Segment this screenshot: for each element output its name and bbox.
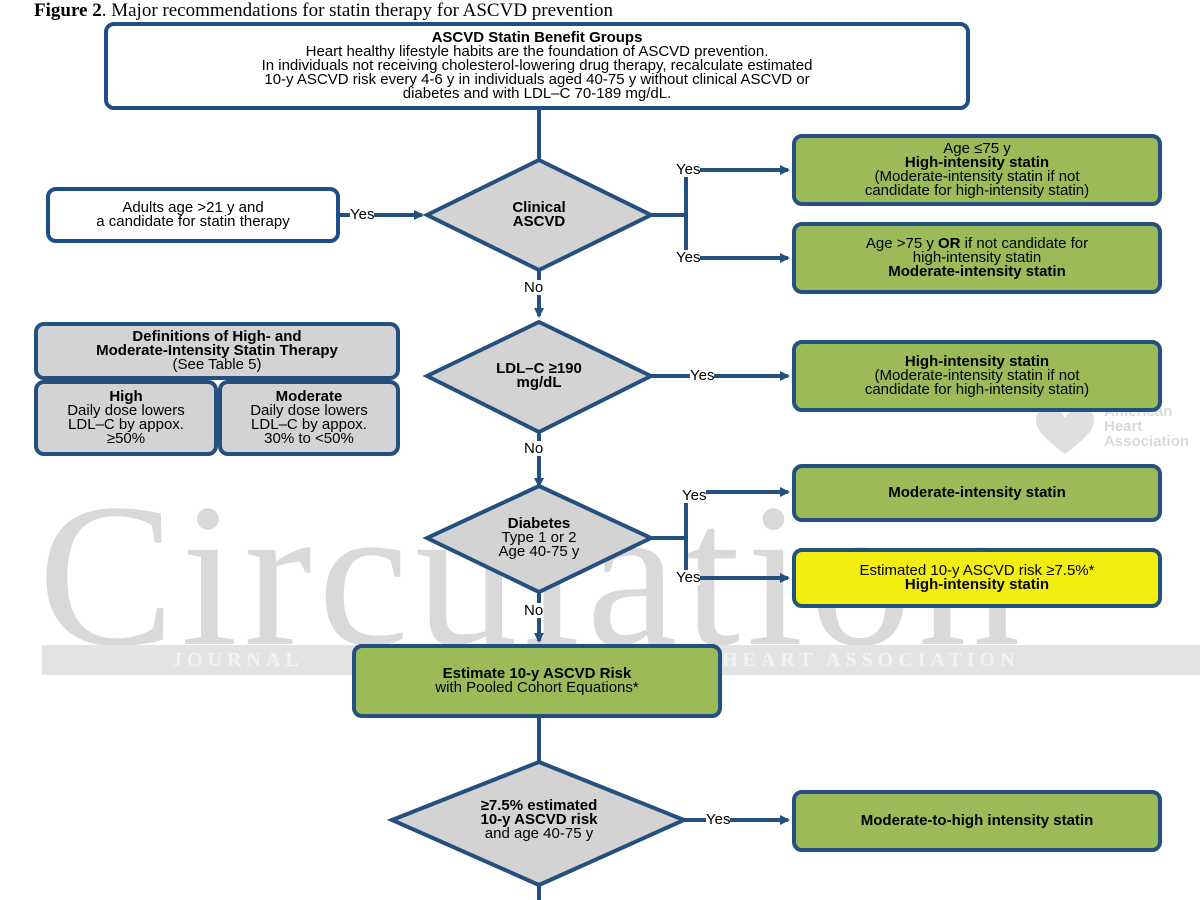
adults-line1: Adults age >21 y and (122, 199, 264, 216)
benefit-groups-title: ASCVD Statin Benefit Groups (431, 29, 643, 46)
decision-diabetes-line3: Age 40-75 y (498, 543, 580, 560)
estimate-risk-subtitle: with Pooled Cohort Equations* (435, 679, 639, 696)
benefit-groups-line1: Heart healthy lifestyle habits are the f… (305, 43, 769, 60)
outcome-ldl-high-note1: (Moderate-intensity statin if not (874, 367, 1080, 384)
watermark-logo-line2: Heart (1104, 418, 1143, 435)
adults-candidate-box: Adults age >21 y and a candidate for sta… (46, 187, 340, 243)
label-yes-ascvd-gt75: Yes (676, 249, 701, 266)
outcome-ascvd-gt75-pre: Age >75 y (865, 235, 939, 252)
definitions-title1: Definitions of High- and (132, 328, 302, 345)
outcome-ascvd-le75-note2: candidate for high-intensity statin) (864, 182, 1090, 199)
definitions-box: Definitions of High- and Moderate-Intens… (34, 322, 400, 380)
outcome-ldl-high-note2: candidate for high-intensity statin) (864, 381, 1090, 398)
outcome-ascvd-le75-main: High-intensity statin (904, 154, 1050, 171)
definitions-ref: (See Table 5) (172, 356, 262, 373)
definition-high-line1: Daily dose lowers (67, 402, 185, 419)
decision-risk-shape (386, 759, 690, 888)
decision-clinical-line1: Clinical (512, 199, 566, 216)
label-yes-risk: Yes (706, 811, 731, 828)
outcome-diabetes-moderate-main: Moderate-intensity statin (888, 484, 1066, 501)
decision-ldl: LDL–C ≥190 mg/dL (459, 352, 619, 400)
outcome-ascvd-gt75-main: Moderate-intensity statin (888, 263, 1066, 280)
decision-clinical-ascvd: Clinical ASCVD (459, 190, 619, 240)
decision-risk-line3: and age 40-75 y (484, 825, 594, 842)
outcome-ascvd-le75-note1: (Moderate-intensity statin if not (874, 168, 1080, 185)
benefit-groups-box: ASCVD Statin Benefit Groups Heart health… (104, 22, 970, 110)
decision-clinical-ascvd-shape (422, 157, 656, 273)
label-yes-ascvd-le75: Yes (676, 161, 701, 178)
definition-moderate-box: Moderate Daily dose lowers LDL–C by appo… (218, 380, 400, 456)
definition-high-line2: LDL–C by appox. (68, 416, 184, 433)
definition-high-line3: ≥50% (106, 430, 146, 447)
watermark-band-right: HEART ASSOCIATION (722, 649, 1020, 671)
label-no-clinical: No (524, 279, 544, 296)
outcome-ascvd-gt75: Age >75 y OR if not candidate for high-i… (792, 222, 1162, 294)
outcome-risk-main: Moderate-to-high intensity statin (860, 812, 1094, 829)
decision-risk-line1: ≥7.5% estimated (480, 797, 598, 814)
outcome-diabetes-high-main: High-intensity statin (904, 576, 1050, 593)
decision-diabetes-line2: Type 1 or 2 (501, 529, 577, 546)
definition-moderate-line3: 30% to <50% (264, 430, 354, 447)
decision-risk-line2: 10-y ASCVD risk (480, 811, 598, 828)
outcome-ascvd-gt75-post: if not candidate for (960, 235, 1089, 252)
label-no-diabetes: No (524, 602, 544, 619)
outcome-ldl-high-main: High-intensity statin (904, 353, 1050, 370)
definition-high-box: High Daily dose lowers LDL–C by appox. ≥… (34, 380, 218, 456)
outcome-diabetes-moderate: Moderate-intensity statin (792, 464, 1162, 522)
figure-label: Figure 2 (34, 0, 102, 21)
definitions-title2: Moderate-Intensity Statin Therapy (96, 342, 338, 359)
decision-risk: ≥7.5% estimated 10-y ASCVD risk and age … (444, 796, 634, 844)
outcome-diabetes-high: Estimated 10-y ASCVD risk ≥7.5%* High-in… (792, 548, 1162, 608)
outcome-risk: Moderate-to-high intensity statin (792, 790, 1162, 852)
label-yes-adults: Yes (350, 206, 375, 223)
outcome-ascvd-gt75-line2: high-intensity statin (912, 249, 1042, 266)
definition-moderate-line2: LDL–C by appox. (251, 416, 367, 433)
benefit-groups-line4: diabetes and with LDL–C 70-189 mg/dL. (402, 85, 672, 102)
label-yes-diabetes-moderate: Yes (682, 487, 707, 504)
benefit-groups-line3: 10-y ASCVD risk every 4-6 y in individua… (264, 71, 810, 88)
outcome-diabetes-high-line1: Estimated 10-y ASCVD risk ≥7.5%* (859, 562, 1095, 579)
estimate-risk-box: Estimate 10-y ASCVD Risk with Pooled Coh… (352, 644, 722, 718)
label-no-ldl: No (524, 440, 544, 457)
decision-ldl-shape (422, 319, 656, 435)
label-yes-ldl: Yes (690, 367, 715, 384)
decision-ldl-line2: mg/dL (516, 374, 562, 391)
benefit-groups-line2: In individuals not receiving cholesterol… (261, 57, 813, 74)
outcome-ascvd-gt75-or: OR (938, 235, 961, 252)
watermark-heart-icon (1036, 408, 1094, 454)
label-yes-diabetes-high: Yes (676, 569, 701, 586)
decision-ldl-line1: LDL–C ≥190 (496, 360, 582, 377)
watermark-logo-line3: Association (1104, 433, 1190, 450)
decision-diabetes-shape (422, 483, 656, 595)
decision-diabetes: Diabetes Type 1 or 2 Age 40-75 y (459, 514, 619, 562)
adults-line2: a candidate for statin therapy (96, 213, 290, 230)
decision-clinical-line2: ASCVD (512, 213, 566, 230)
outcome-ldl-high: High-intensity statin (Moderate-intensit… (792, 340, 1162, 412)
estimate-risk-title: Estimate 10-y ASCVD Risk (442, 665, 632, 682)
outcome-ascvd-gt75-line1: Age >75 y OR if not candidate for (865, 235, 1089, 252)
figure-caption: Figure 2. Major recommendations for stat… (34, 0, 613, 22)
watermark-band-left: JOURNAL (172, 649, 304, 671)
definition-moderate-line1: Daily dose lowers (250, 402, 368, 419)
outcome-ascvd-le75-age: Age ≤75 y (943, 140, 1011, 157)
definition-moderate-title: Moderate (275, 388, 343, 405)
decision-diabetes-line1: Diabetes (507, 515, 571, 532)
outcome-ascvd-le75: Age ≤75 y High-intensity statin (Moderat… (792, 134, 1162, 206)
definition-high-title: High (109, 388, 143, 405)
figure-title: . Major recommendations for statin thera… (101, 0, 614, 21)
